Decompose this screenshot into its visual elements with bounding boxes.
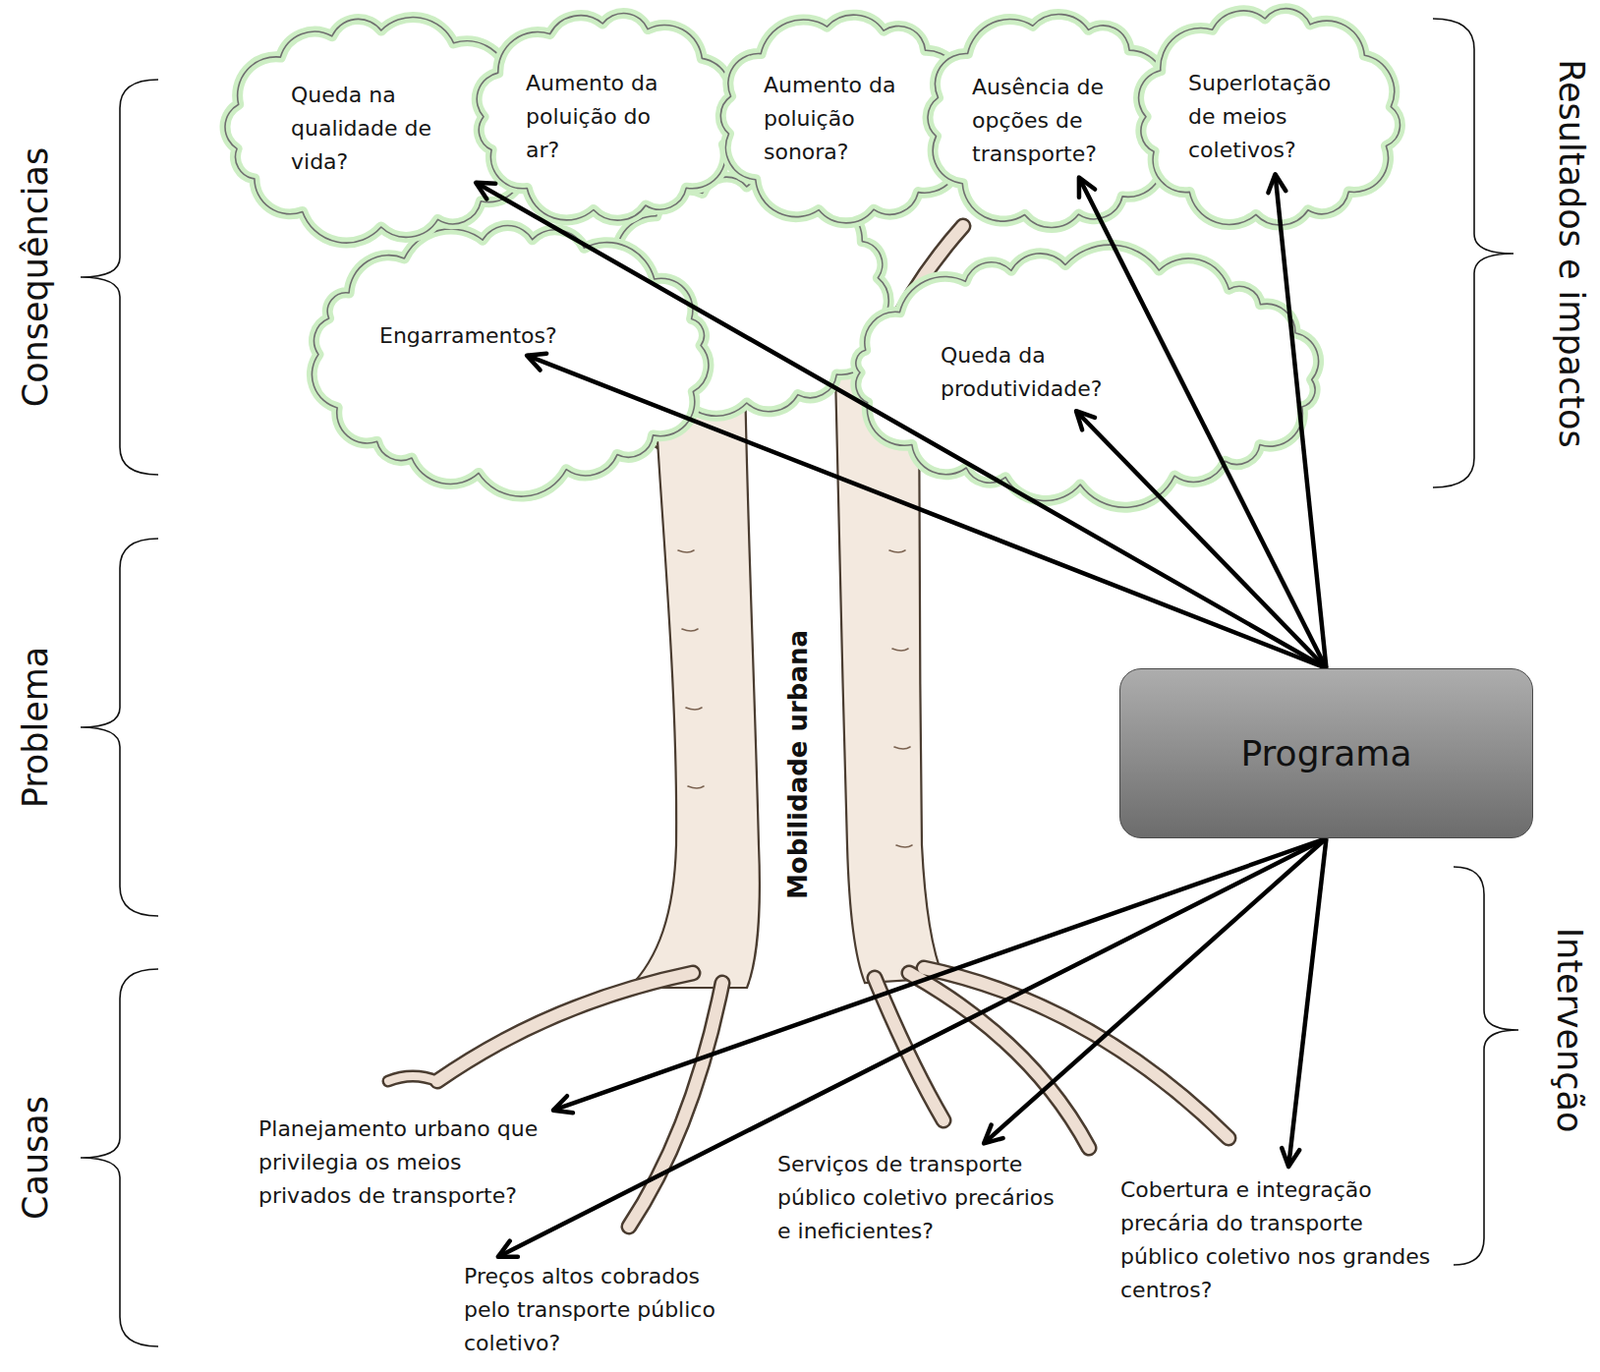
section-label: Intervenção — [1551, 927, 1587, 1134]
root-fill — [923, 968, 1229, 1139]
consequence-cloud: Aumento da poluição do ar? — [525, 66, 688, 168]
arrow-connector — [1076, 410, 1326, 669]
node-text: Aumento da poluição do ar? — [525, 66, 688, 168]
bark-mark — [896, 845, 913, 848]
section-label: Causas — [18, 1095, 54, 1220]
root-fill — [388, 1076, 438, 1082]
node-text: Queda na qualidade de vida? — [290, 78, 473, 179]
cloud-halo — [1139, 8, 1401, 226]
cloud-outline — [311, 226, 708, 498]
arrow-connector — [1288, 838, 1326, 1167]
root-fill — [437, 972, 693, 1082]
tree-canopy — [225, 8, 1400, 509]
section-label: Problema — [18, 646, 54, 809]
root-outline — [628, 982, 723, 1227]
consequence-cloud: Engarramentos? — [379, 319, 576, 353]
cause-text: Serviços de transporte público coletivo … — [777, 1147, 1068, 1249]
root-outline — [437, 972, 693, 1082]
cloud-outline — [1139, 8, 1401, 226]
consequence-cloud: Queda da produtividade? — [940, 339, 1138, 406]
canopy-cloud — [476, 13, 738, 222]
bracket — [1432, 18, 1514, 488]
node-text: Engarramentos? — [379, 319, 576, 353]
cloud-outline — [856, 244, 1319, 508]
cloud-halo — [856, 244, 1319, 508]
node-text: Aumento da poluição sonora? — [763, 68, 926, 170]
root-outline — [909, 972, 1089, 1148]
consequence-cloud: Queda na qualidade de vida? — [290, 78, 473, 179]
bark-mark — [687, 786, 704, 789]
cloud-outline — [476, 13, 738, 222]
trunk-left — [628, 373, 760, 988]
arrow-connector — [1079, 177, 1327, 669]
root-fill — [628, 982, 723, 1227]
bracket — [1453, 866, 1519, 1265]
section-label: Resultados e impactos — [1553, 58, 1589, 448]
canopy-cloud — [311, 226, 708, 498]
canopy-cloud — [1139, 8, 1401, 226]
arrow-connector — [1275, 173, 1327, 669]
node-text: Programa — [1241, 732, 1413, 775]
bracket — [80, 79, 159, 475]
root-fill — [909, 972, 1089, 1148]
cloud-halo — [311, 226, 708, 498]
node-text: Cobertura e integração precária do trans… — [1120, 1173, 1440, 1308]
root-outline — [388, 1076, 438, 1082]
cause-text: Planejamento urbano que privilegia os me… — [258, 1112, 550, 1213]
root-outline — [923, 968, 1229, 1139]
program-box: Programa — [1119, 668, 1534, 839]
node-text: Queda da produtividade? — [940, 339, 1138, 406]
arrow-connector — [553, 838, 1327, 1111]
node-text: Superlotação de meios coletivos? — [1188, 66, 1351, 168]
section-label: Consequências — [18, 147, 54, 408]
consequence-cloud: Ausência de opções de transporte? — [971, 70, 1130, 172]
bark-mark — [894, 746, 911, 749]
node-text: Ausência de opções de transporte? — [971, 70, 1130, 172]
bark-mark — [685, 707, 702, 710]
bracket — [80, 538, 159, 916]
cause-text: Preços altos cobrados pelo transporte pú… — [463, 1259, 744, 1361]
bark-mark — [889, 550, 906, 553]
bark-mark — [682, 628, 698, 631]
trunk-label: Mobilidade urbana — [785, 629, 811, 900]
consequence-cloud: Superlotação de meios coletivos? — [1188, 66, 1351, 168]
node-text: Planejamento urbano que privilegia os me… — [258, 1112, 550, 1213]
arrow-connector — [526, 355, 1326, 669]
canopy-cloud — [856, 244, 1319, 508]
node-text: Preços altos cobrados pelo transporte pú… — [463, 1259, 744, 1361]
bracket — [80, 969, 159, 1347]
bark-mark — [892, 648, 909, 651]
cause-text: Cobertura e integração precária do trans… — [1120, 1173, 1440, 1308]
arrow-connector — [475, 182, 1326, 669]
node-text: Serviços de transporte público coletivo … — [777, 1147, 1068, 1249]
consequence-cloud: Aumento da poluição sonora? — [763, 68, 926, 170]
arrow-connector — [983, 838, 1326, 1143]
cloud-halo — [476, 13, 738, 222]
bark-mark — [678, 550, 694, 553]
